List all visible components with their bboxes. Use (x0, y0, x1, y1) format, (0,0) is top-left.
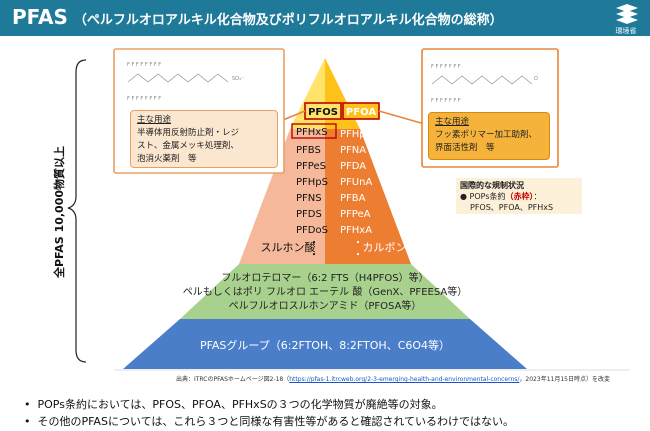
svg-text:O: O (534, 76, 538, 82)
pfos-usage-line: 泡消火薬剤 等 (137, 154, 197, 164)
bullet-item: • POPs条約においては、PFOS、PFOA、PFHxSの３つの化学物質が廃絶… (24, 398, 443, 411)
ministry-logo-icon (616, 4, 638, 24)
svg-text:F F F F F F F F: F F F F F F F F (127, 62, 161, 68)
page-title: PFAS （ペルフルオロアルキル化合物及びポリフルオロアルキル化合物の総称） (12, 5, 503, 29)
carboxylic-item: ・ (353, 250, 363, 261)
regulation-red-frame: （赤枠） (505, 192, 534, 201)
pfas-group-band (123, 319, 527, 369)
carboxylic-item: ・ (353, 238, 363, 249)
svg-text:SO₃⁻: SO₃⁻ (232, 76, 244, 82)
sulfonic-list: PFBS PFPeS PFHpS PFNS PFDS PFDoS ・ ・ (296, 145, 328, 261)
sulfonic-item: ・ (309, 250, 319, 261)
green-band-line: フルオロテロマー（6:2 FTS（H4PFOS）等） (221, 271, 428, 284)
green-band-line: ペルもしくはポリ フルオロ エーテル 酸（GenX、PFEESA等） (183, 285, 467, 298)
sulfonic-item: PFPeS (296, 161, 326, 172)
sulfonic-item: PFBS (296, 145, 321, 156)
pfoa-usage-callout: 主な用途 フッ素ポリマー加工助剤、 界面活性剤 等 (428, 112, 550, 160)
pfos-label: PFOS (308, 107, 338, 118)
carboxylic-item: PFHpA (340, 129, 373, 140)
bullet-item: • その他のPFASについては、これら３つと同様な有害性等があると確認されている… (24, 415, 515, 428)
sulfonic-item: PFHpS (296, 177, 328, 188)
ministry-name: 環境省 (615, 27, 637, 35)
regulation-title: 国際的な規制状況 (460, 181, 524, 190)
bullet-text: POPs条約においては、PFOS、PFOA、PFHxSの３つの化学物質が廃絶等の… (37, 398, 443, 411)
source-link[interactable]: https://pfas-1.itrcweb.org/2-3-emerging-… (289, 376, 520, 383)
sulfonic-item: PFNS (296, 193, 322, 204)
svg-text:F F F F F F F: F F F F F F F (431, 98, 461, 104)
pfoa-connector (378, 110, 429, 126)
regulation-colon: ： (533, 192, 542, 201)
source-prefix: 出典：ITRCのPFASホームページ図2-18（ (176, 376, 290, 383)
side-label: 全PFAS 10,000物質以上 (52, 146, 66, 279)
sulfonic-acid-region (239, 129, 325, 264)
other-pfas-band (180, 264, 470, 319)
pfoa-label: PFOA (346, 107, 376, 118)
pfoa-usage-line: フッ素ポリマー加工助剤、 (435, 130, 538, 140)
source-suffix: ，2023年11月15日時点）を改変 (519, 376, 610, 383)
source-citation: 出典：ITRCのPFASホームページ図2-18（https://pfas-1.i… (176, 374, 610, 383)
carboxylic-list: PFHpA PFNA PFDA PFUnA PFBA PFPeA PFHxA ・… (340, 129, 373, 261)
side-bracket (67, 59, 87, 363)
carboxylic-item: PFBA (340, 193, 366, 204)
regulation-box: 国際的な規制状況 ● POPs条約（赤枠）： PFOS、PFOA、PFHxS (456, 178, 582, 214)
svg-text:F F F F F F F: F F F F F F F (431, 64, 461, 70)
green-band-line: ペルフルオロスルホンアミド（PFOSA等） (229, 299, 422, 312)
pfos-usage-line: スト、金属メッキ処理剤、 (137, 141, 239, 151)
sulfonic-item: PFDS (296, 209, 322, 220)
pfos-usage-heading: 主な用途 (137, 115, 172, 125)
pfos-usage-callout: 主な用途 半導体用反射防止剤・レジ スト、金属メッキ処理剤、 泡消火薬剤 等 (130, 110, 278, 168)
sulfonic-group-label: スルホン酸 (261, 240, 316, 254)
pfhxs-box (291, 123, 337, 139)
svg-text:F F F F F F F F: F F F F F F F F (127, 96, 161, 102)
title-main: PFAS (12, 5, 68, 29)
pfhxs-label: PFHxS (296, 127, 328, 138)
carboxylic-item: PFHxA (340, 225, 372, 236)
blue-band-text: PFASグループ（6:2FTOH、8:2FTOH、C6O4等） (200, 338, 450, 352)
pfoa-structure-icon: F F F F F F F F F F F F F F O (431, 64, 538, 104)
pfos-structure-icon: F F F F F F F F F F F F F F F F SO₃⁻ (127, 62, 244, 102)
pfoa-usage-heading: 主な用途 (435, 117, 470, 127)
title-bar (0, 0, 650, 36)
regulation-substances: PFOS、PFOA、PFHxS (470, 203, 554, 212)
sulfonic-item: ・ (309, 238, 319, 249)
sulfonic-item: PFDoS (296, 225, 328, 236)
pfoa-usage-line: 界面活性剤 等 (435, 143, 495, 153)
carboxylic-group-label: カルボン酸 (363, 240, 418, 254)
bullet-text: その他のPFASについては、これら３つと同様な有害性等があると確認されているわけ… (37, 415, 515, 428)
title-subtitle: （ペルフルオロアルキル化合物及びポリフルオロアルキル化合物の総称） (73, 13, 503, 28)
carboxylic-item: PFDA (340, 161, 366, 172)
carboxylic-acid-region (325, 129, 411, 264)
regulation-pops: ● POPs条約 (460, 192, 506, 201)
carboxylic-item: PFUnA (340, 177, 372, 188)
carboxylic-item: PFNA (340, 145, 366, 156)
carboxylic-item: PFPeA (340, 209, 371, 220)
bullet-list: • POPs条約においては、PFOS、PFOA、PFHxSの３つの化学物質が廃絶… (24, 396, 514, 430)
pfos-usage-line: 半導体用反射防止剤・レジ (137, 128, 240, 138)
